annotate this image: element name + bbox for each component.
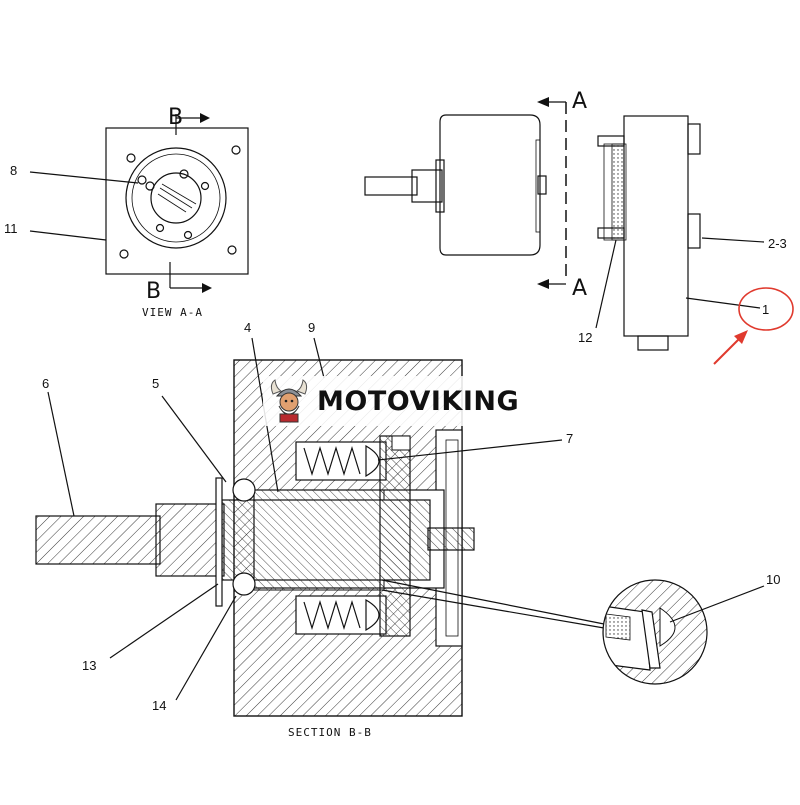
part-label-10: 10: [766, 572, 780, 587]
detail-circle-outline: [602, 579, 708, 685]
view-a-a-shaft-flat: [157, 183, 197, 213]
part-label-11: 11: [4, 221, 18, 236]
detail-ball: [659, 607, 676, 647]
view-a-a-corner-hole: [231, 145, 241, 155]
part-label-7: 7: [566, 431, 573, 446]
leader-line-13: [109, 583, 219, 659]
section-mark-b-bottom: B: [146, 279, 161, 304]
leader-line-14: [175, 595, 237, 701]
bushing-top: [253, 489, 385, 501]
view-a-a-hole: [200, 181, 210, 191]
view-a-a-corner-hole: [119, 249, 129, 259]
side-view-motor: A A: [364, 89, 587, 301]
arrow-icon: [202, 283, 212, 293]
shaft-step: [155, 503, 225, 577]
plunger-top: [365, 444, 380, 478]
leader-line-9: [313, 337, 325, 379]
part-label-9: 9: [308, 320, 315, 335]
shaft-main: [221, 499, 431, 581]
plunger-bottom: [365, 598, 380, 632]
detail-seal: [605, 613, 631, 641]
view-a-a-hole: [155, 223, 165, 233]
part-label-6: 6: [42, 376, 49, 391]
end-view: 2-3 1 12: [578, 115, 794, 365]
watermark: MOTOVIKING: [263, 376, 535, 426]
leader-line-2-3: [701, 237, 765, 243]
bushing-bottom: [253, 579, 385, 591]
part-label-2-3: 2-3: [768, 236, 787, 251]
view-a-a-hole: [137, 175, 147, 185]
view-a-a-outer-ring: [125, 147, 227, 249]
spring-top: [303, 445, 361, 477]
shaft-tail: [427, 527, 475, 551]
leader-line-8: [29, 171, 139, 184]
shaft-part-6: [35, 515, 161, 565]
rotor-slot: [391, 435, 411, 451]
arrow-icon: [537, 279, 549, 289]
part-label-4: 4: [244, 320, 251, 335]
part-label-1: 1: [762, 302, 769, 317]
leader-line-12: [595, 239, 617, 329]
leader-line-10: [669, 585, 765, 623]
part-label-8: 8: [10, 163, 17, 178]
view-a-a-inner-ring: [131, 153, 221, 243]
end-view-bolt-head: [597, 227, 625, 239]
view-a-a-frame: [105, 127, 249, 275]
view-a-a-shaft-circle: [150, 172, 202, 224]
spring-bottom: [303, 599, 361, 631]
arrow-icon: [734, 330, 748, 344]
part-label-13: 13: [82, 658, 96, 673]
side-view-stub: [537, 175, 547, 195]
leader-line-1: [685, 297, 761, 309]
arrow-icon: [537, 97, 549, 107]
detail-wedge-part-10: [641, 609, 661, 669]
end-view-plug: [637, 335, 669, 351]
end-view-gasket: [611, 143, 625, 241]
leader-line-6: [47, 391, 75, 517]
side-view-body: [439, 114, 541, 256]
section-b-b-caption: SECTION B-B: [288, 726, 372, 739]
watermark-text: MOTOVIKING: [317, 385, 520, 417]
seal-ball-top: [232, 478, 256, 502]
section-mark-a-bottom: A: [572, 276, 587, 301]
detail-connector-bottom: [381, 589, 605, 629]
seal-ball-bottom: [232, 572, 256, 596]
detail-connector-top: [381, 579, 605, 625]
side-view-shaft: [364, 176, 418, 196]
end-view-bolt: [687, 213, 701, 249]
leader-line-11: [29, 230, 107, 241]
leader-line-7: [377, 439, 563, 461]
viking-logo-icon: [270, 379, 308, 423]
detail-view: 10: [602, 572, 780, 685]
arrow-icon: [200, 113, 210, 123]
view-a-a-hole: [179, 169, 189, 179]
leader-line-5: [161, 395, 227, 483]
section-mark-b-top: B: [168, 105, 183, 130]
view-a-a-hole: [183, 230, 193, 240]
washer-part-13: [215, 477, 223, 607]
end-view-bolt: [687, 123, 701, 155]
part-label-14: 14: [152, 698, 166, 713]
part-label-5: 5: [152, 376, 159, 391]
view-a-a-corner-hole: [227, 245, 237, 255]
side-view-face: [535, 139, 541, 233]
highlight-arrow-icon: [713, 335, 743, 365]
part-label-12: 12: [578, 330, 592, 345]
view-a-a-hole: [145, 181, 155, 191]
end-view-block: [623, 115, 689, 337]
view-a-a-corner-hole: [126, 153, 136, 163]
view-a-a: B B VIEW A-A 8 11: [4, 105, 249, 319]
view-a-a-caption: VIEW A-A: [142, 306, 203, 319]
side-view-hub: [411, 169, 443, 203]
end-view-bolt-head: [597, 135, 625, 147]
highlight-circle: [738, 287, 794, 331]
section-mark-a-top: A: [572, 89, 587, 114]
